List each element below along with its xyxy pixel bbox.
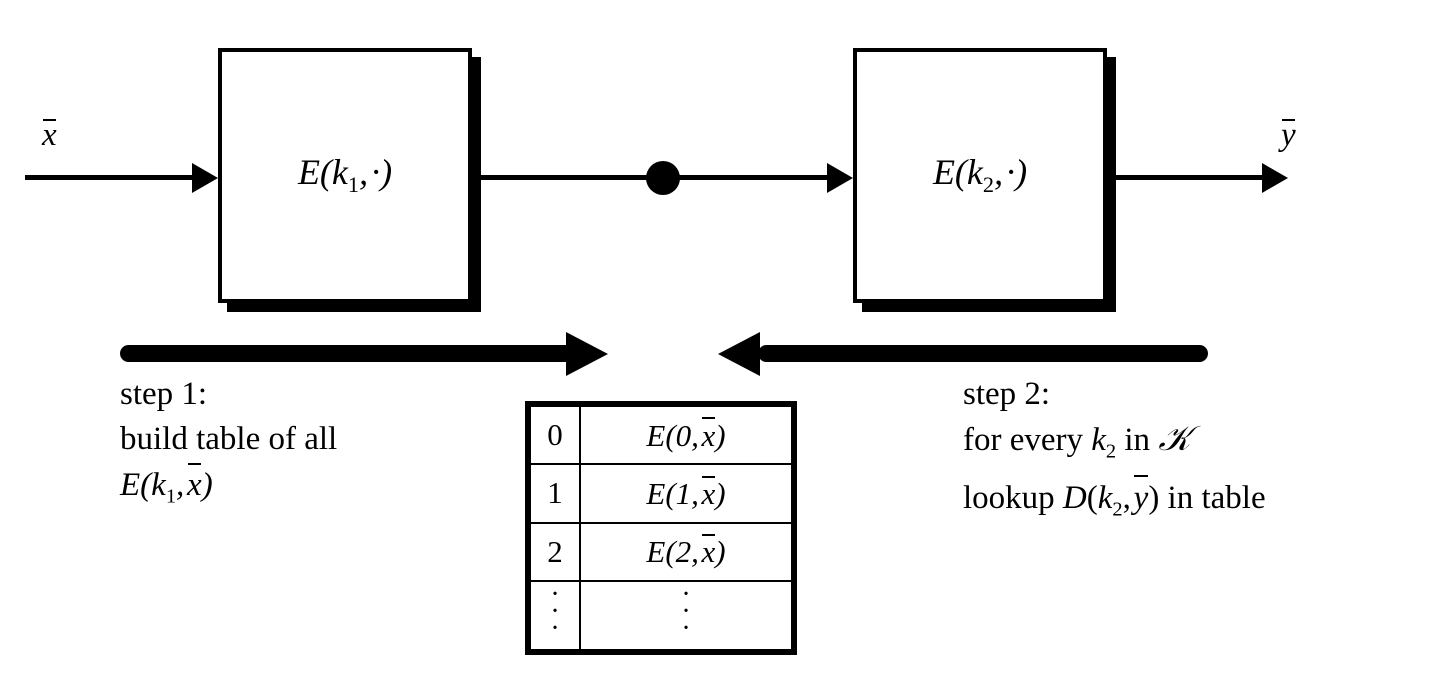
step-2-caption: step 2: for every k2 in 𝒦 lookup D(k2, y… bbox=[963, 372, 1266, 532]
table-cell-key: 1 bbox=[529, 463, 581, 524]
table-cell-key: 2 bbox=[529, 521, 581, 582]
step-1-arrowhead-icon bbox=[566, 332, 608, 376]
input-label-xbar: x bbox=[42, 117, 57, 153]
cipher-box-e2-label: E(k2, ·) bbox=[932, 152, 1028, 198]
cipher-box-e1[interactable]: E(k1, ·) bbox=[218, 48, 472, 303]
table-cell-value: E(1, x) bbox=[579, 463, 793, 524]
input-arrowhead-icon bbox=[192, 163, 218, 193]
table-row[interactable]: 2 E(2, x) bbox=[529, 521, 793, 582]
table-cell-key-ellipsis: ··· bbox=[529, 580, 581, 652]
step-1-arrow-bar bbox=[120, 345, 592, 362]
cipher-box-e2[interactable]: E(k2, ·) bbox=[853, 48, 1107, 303]
middle-arrowhead-icon bbox=[827, 163, 853, 193]
input-wire bbox=[25, 175, 200, 180]
table-row[interactable]: 0 E(0, x) bbox=[529, 404, 793, 466]
step-1-line-2: build table of all bbox=[120, 421, 338, 457]
step-2-line-1: step 2: bbox=[963, 376, 1051, 412]
step-2-arrowhead-icon bbox=[718, 332, 760, 376]
table-cell-value: E(2, x) bbox=[579, 521, 793, 582]
step-1-line-1: step 1: bbox=[120, 376, 208, 412]
table-cell-value: E(0, x) bbox=[579, 404, 793, 466]
junction-dot-icon bbox=[646, 161, 680, 195]
output-arrowhead-icon bbox=[1262, 163, 1288, 193]
table-row: ··· ··· bbox=[529, 580, 793, 652]
step-2-line-3: lookup D(k2, y) in table bbox=[963, 475, 1266, 533]
cipher-box-e1-label: E(k1, ·) bbox=[297, 152, 393, 198]
table-row[interactable]: 1 E(1, x) bbox=[529, 463, 793, 524]
output-wire bbox=[1107, 175, 1267, 180]
step-2-arrow-bar bbox=[758, 345, 1208, 362]
lookup-table-body: 0 E(0, x) 1 E(1, x) 2 E(2, x) ··· ··· bbox=[529, 404, 793, 652]
step-1-line-3: E(k1, x) bbox=[120, 462, 337, 520]
output-label-ybar: y bbox=[1281, 117, 1296, 153]
lookup-table[interactable]: 0 E(0, x) 1 E(1, x) 2 E(2, x) ··· ··· bbox=[525, 401, 797, 655]
step-1-caption: step 1: build table of all E(k1, x) bbox=[120, 372, 337, 520]
table-cell-key: 0 bbox=[529, 404, 581, 466]
step-2-line-2: for every k2 in 𝒦 bbox=[963, 420, 1191, 463]
table-cell-value-ellipsis: ··· bbox=[579, 580, 793, 652]
